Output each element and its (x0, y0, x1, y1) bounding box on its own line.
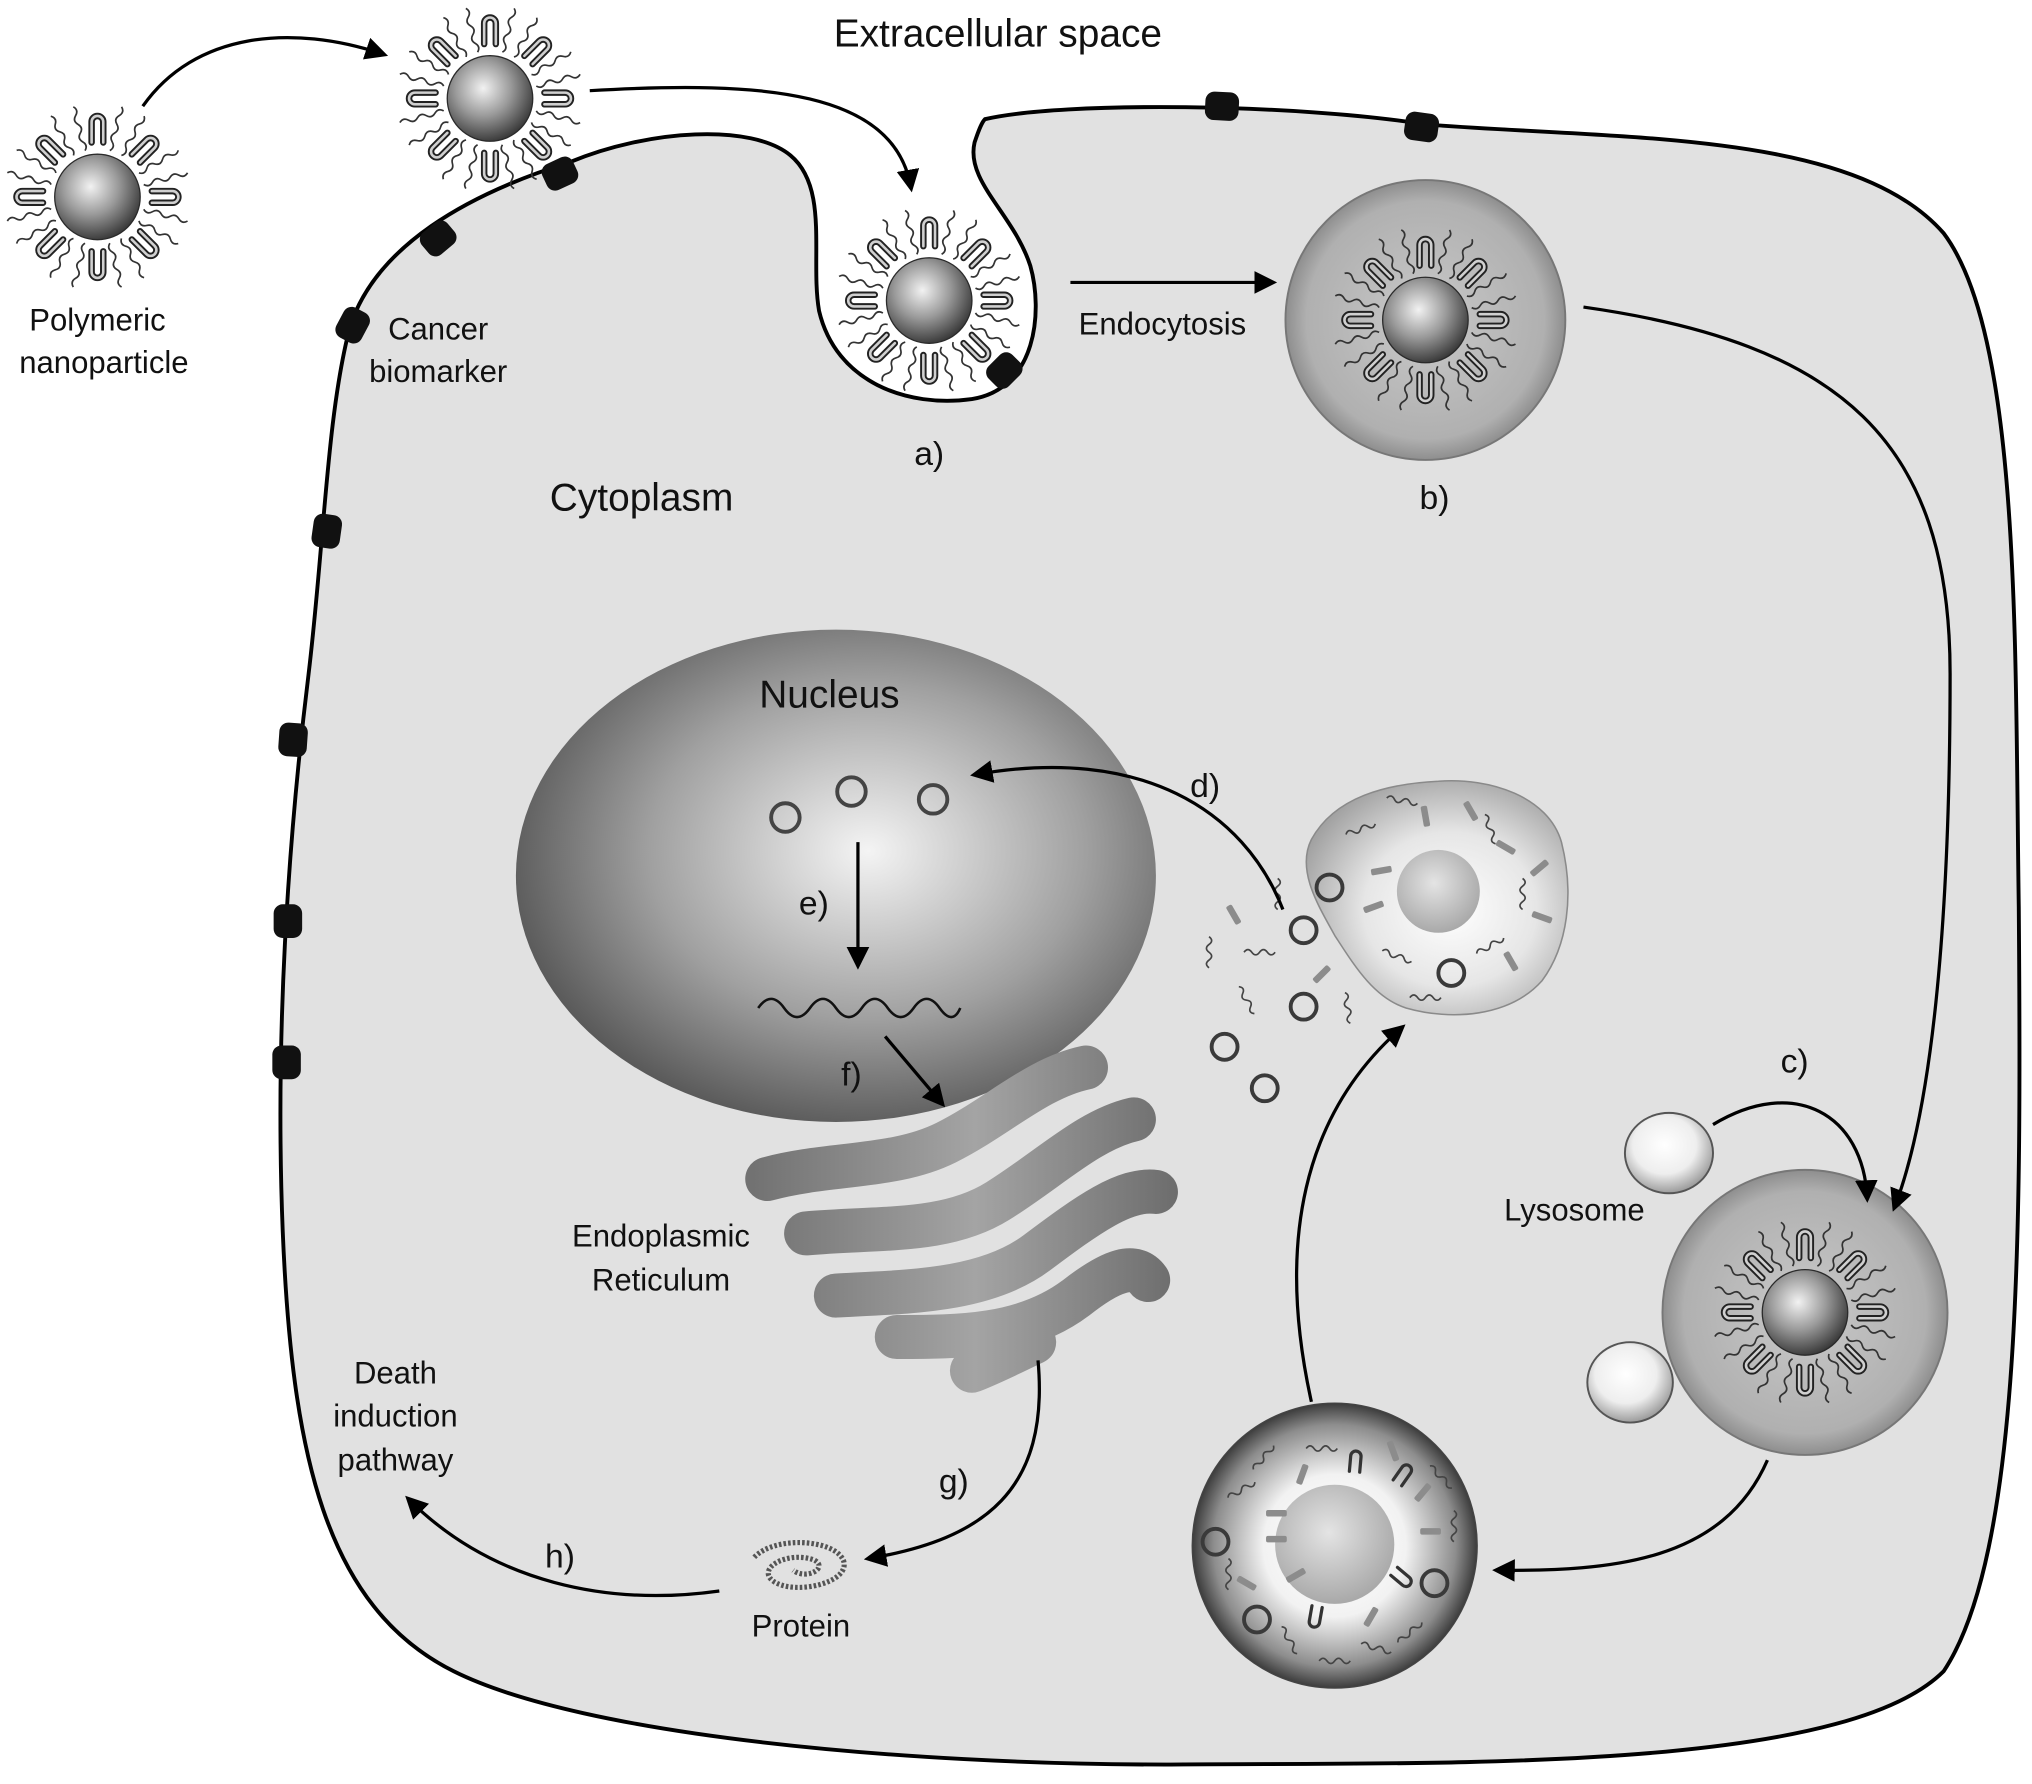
arrow-approach (141, 35, 389, 108)
step-h-label: h) (545, 1539, 575, 1576)
degrading-vesicle (1191, 1402, 1478, 1689)
lysosome (1586, 1341, 1674, 1424)
arrow-protein (863, 1360, 1041, 1567)
arrow-escape (1295, 1024, 1406, 1403)
er-label-line1: Endoplasmic (572, 1218, 750, 1253)
cancer-biomarker (272, 1045, 301, 1080)
er-label-line2: Reticulum (592, 1262, 730, 1297)
fragment-bar (1266, 1509, 1287, 1517)
mrna-strand (757, 997, 962, 1019)
arrow-nuclear-entry (970, 760, 1285, 911)
protein-label: Protein (752, 1608, 850, 1643)
death-label-line1: Death (354, 1356, 437, 1391)
cytoplasm-label: Cytoplasm (550, 476, 734, 519)
cancer-biomarker (1204, 91, 1240, 122)
step-d-label: d) (1190, 768, 1220, 805)
biomarker-label-line1: Cancer (388, 311, 488, 346)
step-b-label: b) (1419, 480, 1449, 517)
biomarker-label-line2: biomarker (369, 354, 507, 389)
endoplasmic-reticulum (745, 1045, 1178, 1393)
extracellular-label: Extracellular space (834, 13, 1162, 56)
cell-membrane (278, 105, 2022, 1767)
arrow-death-pathway (405, 1495, 720, 1598)
cancer-biomarker (1402, 110, 1441, 144)
arrow-binding (589, 85, 920, 193)
nuclear-fragment-ring (835, 775, 868, 808)
arrow-lysosome-fusion (1712, 1101, 1878, 1203)
step-a-label: a) (914, 436, 944, 473)
endocytosis-label: Endocytosis (1079, 306, 1247, 341)
arrow-degradation (1492, 1459, 1769, 1582)
cancer-biomarker (310, 512, 344, 550)
death-label-line2: induction (333, 1398, 457, 1433)
fragment-bar (1420, 1528, 1441, 1535)
fragment-bar (1266, 1535, 1287, 1543)
step-f-label: f) (841, 1057, 862, 1094)
death-label-line3: pathway (338, 1442, 454, 1477)
step-g-label: g) (939, 1463, 969, 1500)
nuclear-fragment-ring (769, 801, 802, 834)
polymeric-nanoparticle (7, 106, 188, 287)
lysosome (1623, 1111, 1714, 1195)
arrow-to-lysosome (1583, 305, 1952, 1212)
nuclear-fragment-ring (916, 783, 950, 816)
lysosome-label: Lysosome (1504, 1192, 1645, 1227)
cancer-biomarker (277, 721, 309, 758)
nanoparticle-label-line1: Polymeric (29, 302, 165, 337)
arrow-translation (883, 1035, 946, 1108)
degrading-core (1275, 1484, 1395, 1604)
nanoparticle-label-line2: nanoparticle (19, 345, 188, 380)
ruptured-core (1396, 849, 1480, 933)
step-c-label: c) (1781, 1044, 1809, 1081)
nucleus (515, 629, 1156, 1122)
ruptured-vesicle (1305, 779, 1569, 1016)
nucleus-label: Nucleus (759, 673, 899, 716)
cancer-biomarker (273, 904, 303, 938)
step-e-label: e) (799, 886, 829, 923)
protein-icon (752, 1539, 847, 1590)
